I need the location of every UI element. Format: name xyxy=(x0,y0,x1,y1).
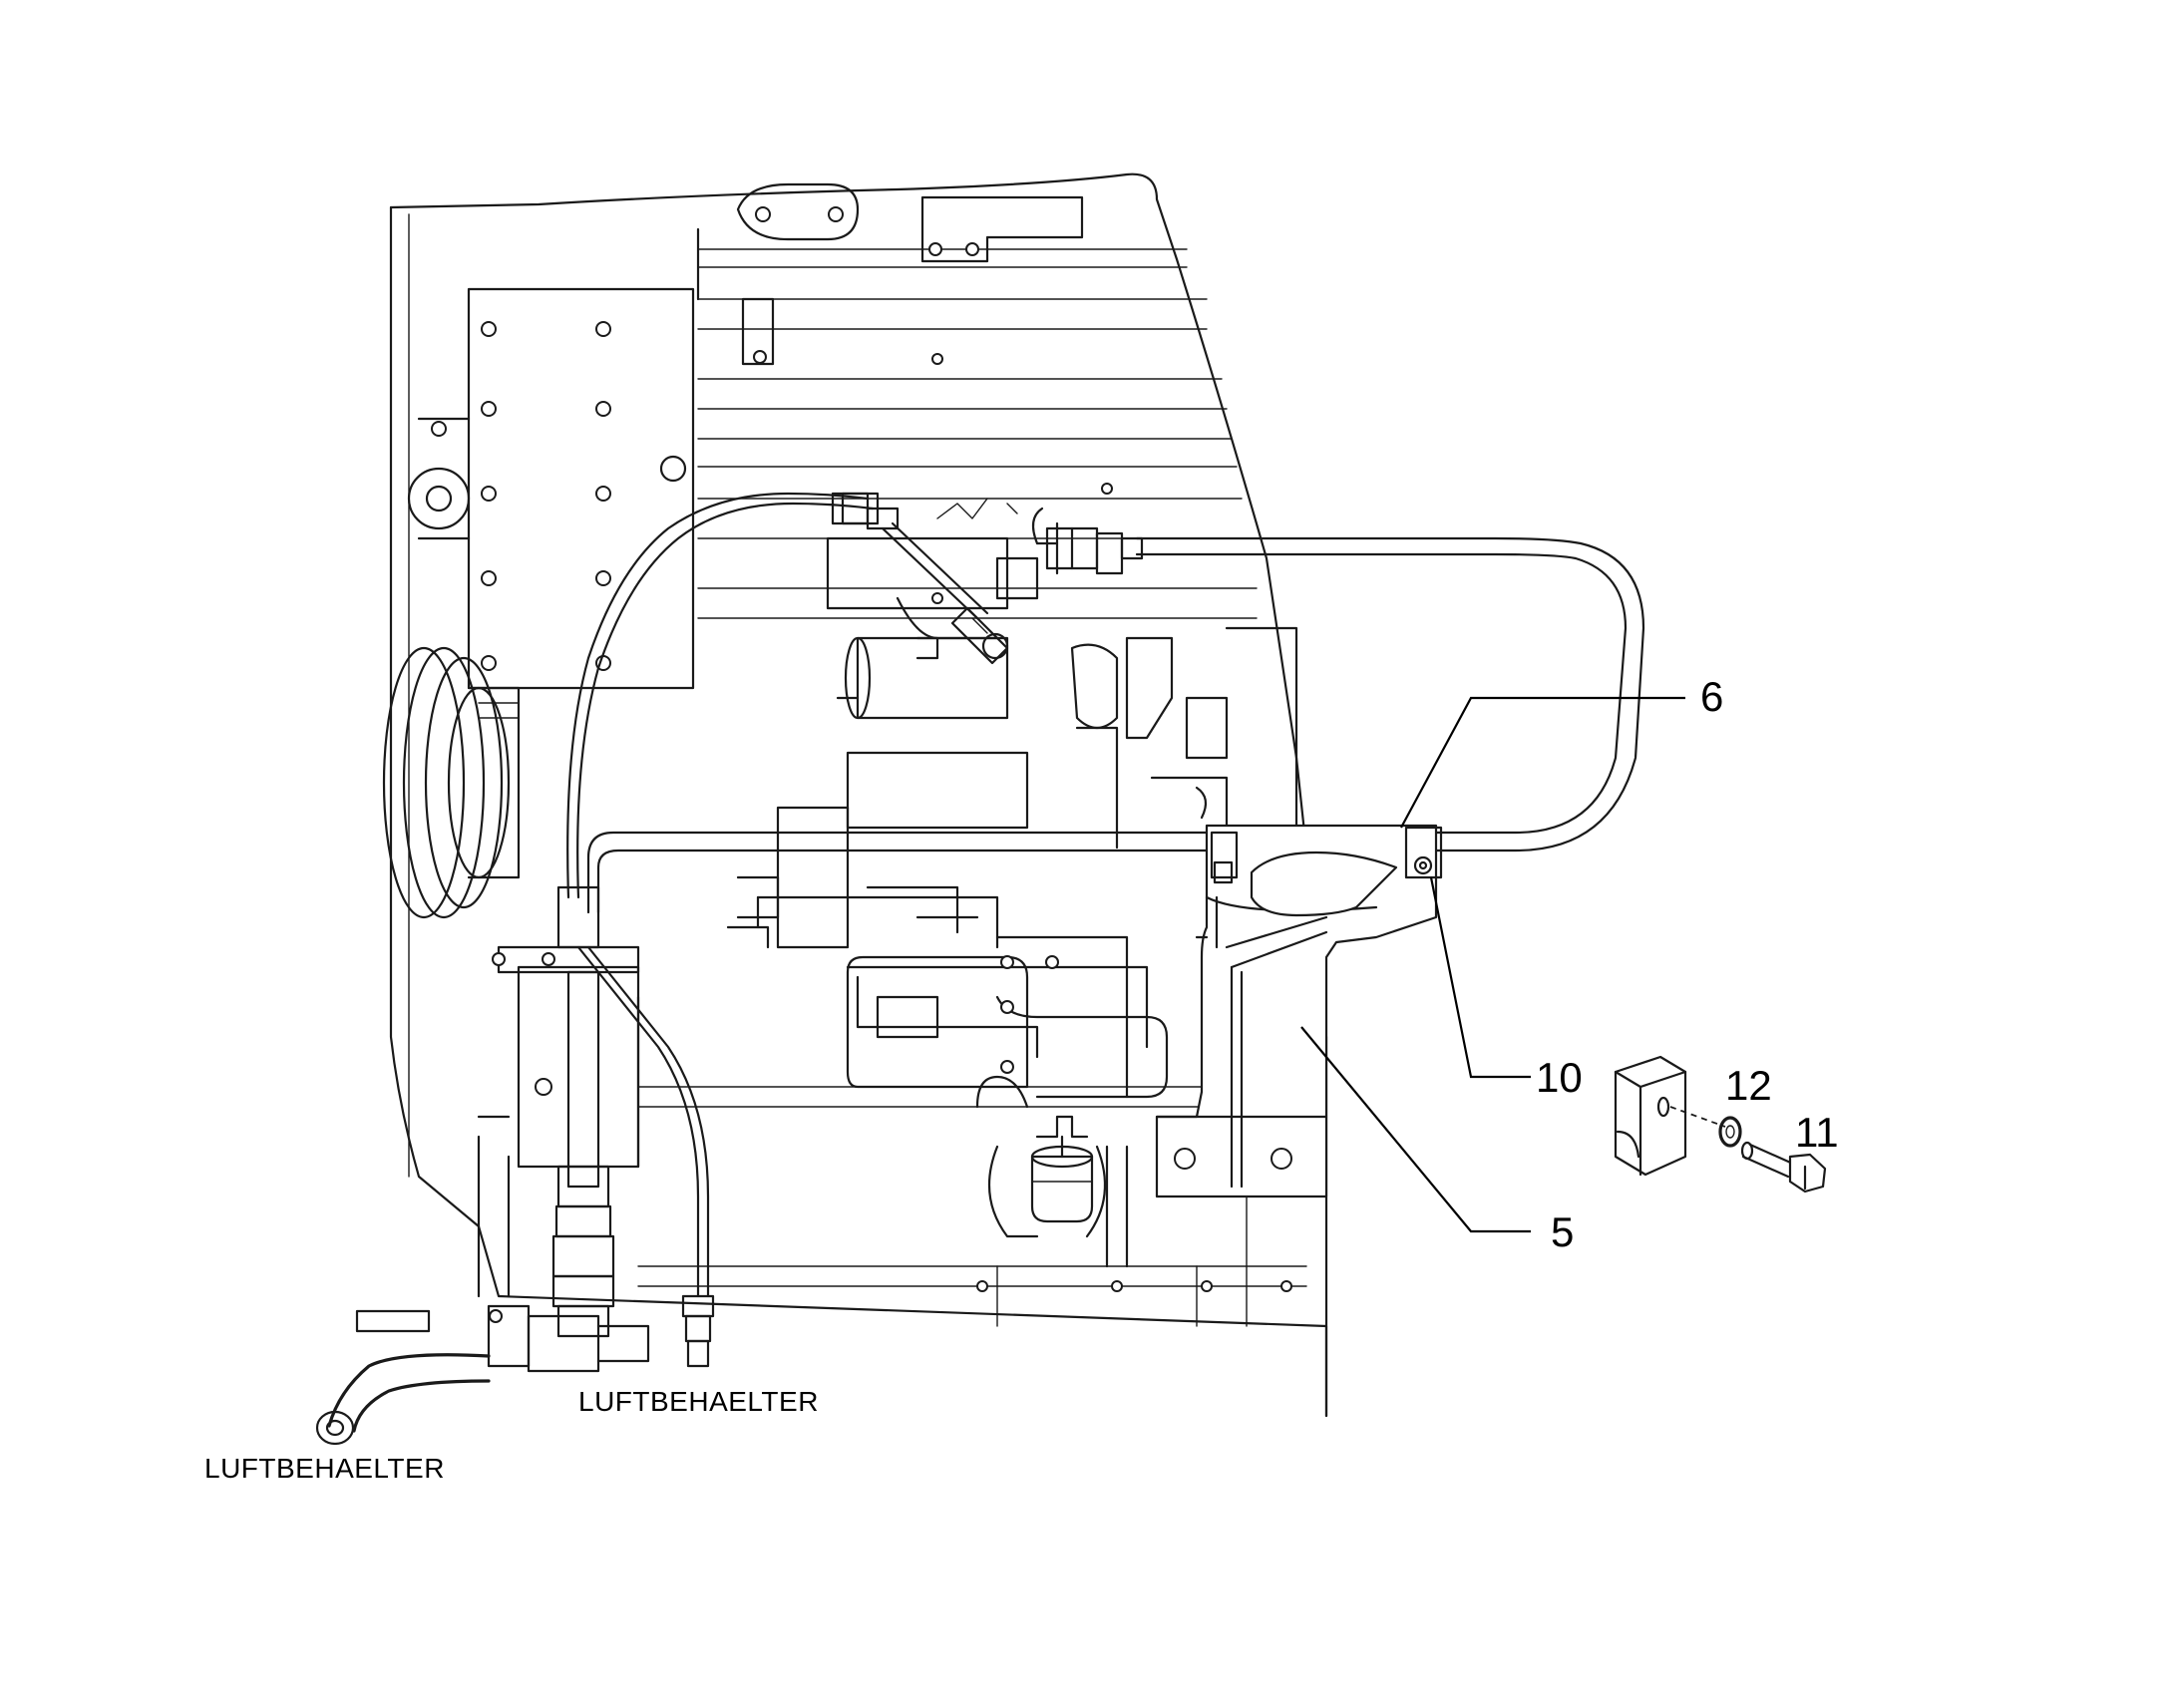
sensor-assembly xyxy=(841,492,1018,665)
callout-5: 5 xyxy=(1551,1208,1574,1255)
callout-11: 11 xyxy=(1795,1109,1839,1156)
callout-6: 6 xyxy=(1700,673,1723,720)
left-vertical-assembly xyxy=(477,885,650,1373)
belt-pulley xyxy=(382,646,521,919)
alternator-bracket-plate xyxy=(407,287,695,690)
engine-block-outline xyxy=(389,172,1328,1418)
bolt-part-11 xyxy=(1740,1141,1827,1194)
central-components xyxy=(726,492,1298,1059)
air-hoses xyxy=(315,492,875,1446)
label-air-tank-center: LUFTBEHAELTER xyxy=(578,1386,819,1417)
bracket-part-5 xyxy=(1155,824,1443,1198)
pipe-part-6 xyxy=(586,507,1645,914)
callout-10: 10 xyxy=(1536,1054,1583,1101)
callout-12: 12 xyxy=(1725,1062,1772,1109)
clamp-part-10 xyxy=(1614,1055,1687,1177)
callout-leaders xyxy=(1300,696,1685,1233)
label-air-tank-left: LUFTBEHAELTER xyxy=(204,1453,445,1484)
top-mounting-plate xyxy=(696,182,1084,366)
lower-engine-face xyxy=(846,935,1169,1268)
washer-part-12 xyxy=(1669,1106,1742,1148)
